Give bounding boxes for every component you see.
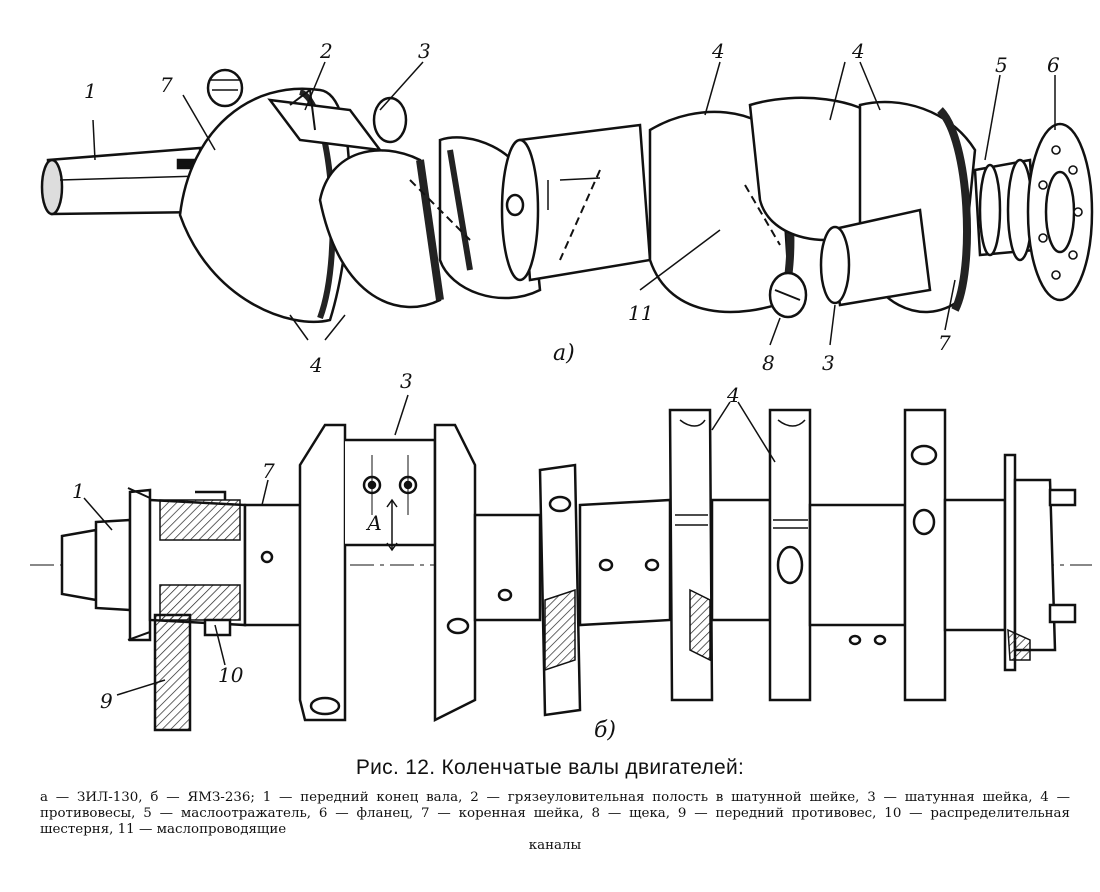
view-a-label-7: 5 bbox=[995, 53, 1008, 77]
view-b-label-2: 4 bbox=[726, 383, 740, 407]
view-a-crankshaft-drawing bbox=[40, 68, 1094, 324]
figure-caption-legend: а — ЗИЛ-130, б — ЯМЗ-236; 1 — передний к… bbox=[40, 790, 1070, 854]
view-a-label-6: 4 bbox=[851, 39, 865, 63]
view-a-label-5: 4 bbox=[711, 39, 725, 63]
view-a-label-1: 1 bbox=[84, 79, 97, 103]
view-a-label-8: 6 bbox=[1047, 53, 1060, 77]
crankshaft-figure: 1 7 2 3 4 4 5 6 4 11 8 3 7 3 4 7 1А 9 10 а) б) bbox=[30, 39, 1094, 743]
view-a-label-11: 8 bbox=[762, 351, 775, 375]
view-b-leader-lines bbox=[83, 394, 776, 696]
view-b-label-3: 7 bbox=[262, 459, 275, 483]
view-a-label-12: 3 bbox=[822, 351, 835, 375]
view-a-label-2: 7 bbox=[160, 73, 173, 97]
view-b-crankshaft-drawing bbox=[30, 408, 1092, 732]
caption-body: а — ЗИЛ-130, б — ЯМЗ-236; 1 — передний к… bbox=[40, 790, 1070, 837]
view-b-part-labels: 3 4 7 1А 9 10 bbox=[72, 369, 740, 713]
view-b-label-4: 1 bbox=[72, 479, 85, 503]
caption-tail: каналы bbox=[528, 838, 582, 853]
view-b-label-7: 10 bbox=[218, 663, 244, 687]
view-a-label-9: 4 bbox=[309, 353, 323, 377]
view-b-sublabel: б) bbox=[594, 718, 616, 743]
view-a-label-13: 7 bbox=[938, 331, 951, 355]
view-a-label-3: 2 bbox=[319, 39, 333, 63]
view-b-label-1: 3 bbox=[400, 369, 413, 393]
figure-caption-title: Рис. 12. Коленчатые валы двигателей: bbox=[355, 756, 745, 779]
view-b-label-6: 9 bbox=[100, 689, 113, 713]
view-b-label-5: А bbox=[365, 511, 382, 535]
view-a-leader-lines bbox=[92, 61, 1056, 346]
view-a-label-10: 11 bbox=[628, 301, 653, 325]
view-a-part-labels: 1 7 2 3 4 4 5 6 4 11 8 3 7 bbox=[84, 39, 1060, 377]
view-a-label-4: 3 bbox=[418, 39, 431, 63]
view-a-sublabel: а) bbox=[553, 341, 575, 366]
